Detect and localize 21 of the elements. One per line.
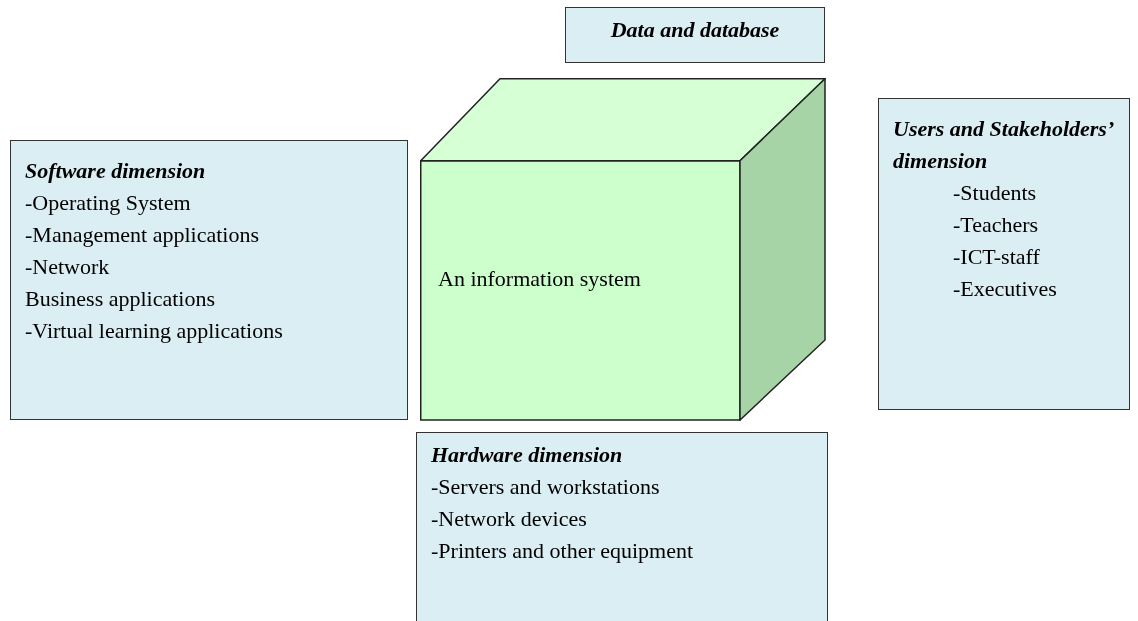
panel-heading: Users and Stakeholders’ dimension	[893, 115, 1115, 175]
list-item: -Executives	[952, 275, 1058, 303]
panel-heading: Data and database	[609, 16, 781, 44]
list-item: -ICT-staff	[952, 243, 1041, 271]
panel-heading: Software dimension	[25, 157, 207, 185]
users-panel	[878, 98, 1130, 410]
list-item: -Management applications	[25, 221, 260, 249]
software-panel	[10, 140, 408, 420]
list-item: -Operating System	[25, 189, 192, 217]
panel-heading: Hardware dimension	[431, 441, 624, 469]
list-item: -Teachers	[952, 211, 1040, 239]
list-item: -Network devices	[431, 505, 588, 533]
data-panel	[565, 7, 825, 63]
list-item: -Students	[952, 179, 1038, 207]
list-item: -Network	[25, 253, 111, 281]
list-item: -Printers and other equipment	[431, 537, 695, 565]
hardware-panel	[416, 432, 828, 621]
list-item: -Virtual learning applications	[25, 317, 284, 345]
list-item: -Servers and workstations	[431, 473, 661, 501]
list-item: Business applications	[25, 285, 217, 313]
cube-label: An information system	[438, 266, 641, 292]
